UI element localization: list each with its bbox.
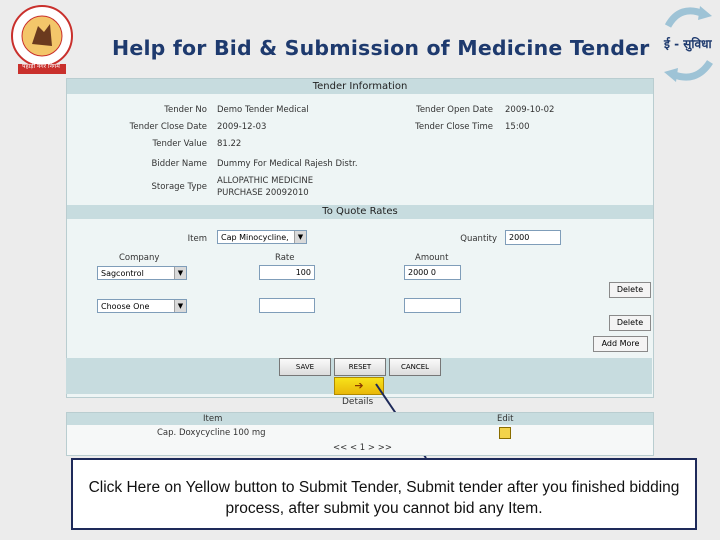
grid-row-item: Cap. Doxycycline 100 mg (157, 428, 266, 438)
company-select-2[interactable]: Choose One ▼ (97, 299, 187, 313)
pager[interactable]: << < 1 > >> (333, 443, 392, 453)
col-amount: Amount (415, 253, 449, 263)
chevron-down-icon: ▼ (174, 267, 186, 279)
amount-input-1[interactable]: 2000 0 (404, 265, 461, 280)
page-title: Help for Bid & Submission of Medicine Te… (112, 36, 650, 60)
rate-input-2[interactable] (259, 298, 315, 313)
delete-button-2[interactable]: Delete (609, 315, 651, 331)
delete-button-1[interactable]: Delete (609, 282, 651, 298)
item-select[interactable]: Cap Minocycline, ▼ (217, 230, 307, 244)
close-time-label: Tender Close Time (415, 122, 493, 132)
storage-line-1: ALLOPATHIC MEDICINE (217, 176, 314, 186)
tender-info-header: Tender Information (67, 79, 653, 94)
company-select-2-value: Choose One (101, 302, 150, 311)
storage-label: Storage Type (151, 182, 207, 192)
submit-button[interactable]: ➔ (334, 377, 384, 395)
rate-input-1[interactable]: 100 (259, 265, 315, 280)
save-button[interactable]: SAVE (279, 358, 331, 376)
item-select-value: Cap Minocycline, (221, 233, 289, 242)
e-suvidha-logo (660, 4, 718, 84)
quantity-input[interactable]: 2000 (505, 230, 561, 245)
bidder-label: Bidder Name (151, 159, 208, 169)
quote-header: To Quote Rates (67, 205, 653, 219)
items-grid: Item Edit Cap. Doxycycline 100 mg << < 1… (66, 412, 654, 456)
open-date-label: Tender Open Date (416, 105, 493, 115)
tender-value: 81.22 (217, 139, 242, 149)
cancel-button[interactable]: CANCEL (389, 358, 441, 376)
bidder-value: Dummy For Medical Rajesh Distr. (217, 159, 358, 169)
company-select-1-value: Sagcontrol (101, 269, 144, 278)
logo-caption: पहाड़ी नगर निगम (22, 63, 60, 70)
tender-no-label: Tender No (164, 105, 207, 115)
col-company: Company (119, 253, 160, 263)
grid-col-edit: Edit (497, 414, 514, 424)
item-label: Item (187, 234, 207, 244)
details-label: Details (342, 397, 374, 407)
storage-line-2: PURCHASE 20092010 (217, 188, 309, 198)
add-more-button[interactable]: Add More (593, 336, 648, 352)
arrow-right-icon: ➔ (354, 379, 364, 392)
quantity-label: Quantity (460, 234, 497, 244)
close-date-value: 2009-12-03 (217, 122, 267, 132)
tender-form: Tender Information Tender No Demo Tender… (66, 78, 654, 398)
reset-button[interactable]: RESET (334, 358, 386, 376)
col-rate: Rate (275, 253, 295, 263)
company-select-1[interactable]: Sagcontrol ▼ (97, 266, 187, 280)
open-date-value: 2009-10-02 (505, 105, 555, 115)
callout-box: Click Here on Yellow button to Submit Te… (71, 458, 697, 530)
grid-header (67, 413, 653, 425)
grid-col-item: Item (203, 414, 223, 424)
municipal-logo (4, 2, 76, 78)
tender-no-value: Demo Tender Medical (217, 105, 309, 115)
amount-input-2[interactable] (404, 298, 461, 313)
chevron-down-icon: ▼ (174, 300, 186, 312)
edit-icon[interactable] (499, 427, 511, 439)
close-date-label: Tender Close Date (129, 122, 207, 132)
callout-text: Click Here on Yellow button to Submit Te… (88, 479, 680, 517)
tender-value-label: Tender Value (152, 139, 207, 149)
chevron-down-icon: ▼ (294, 231, 306, 243)
brand-label: ई - सुविधा (664, 37, 712, 51)
close-time-value: 15:00 (505, 122, 530, 132)
